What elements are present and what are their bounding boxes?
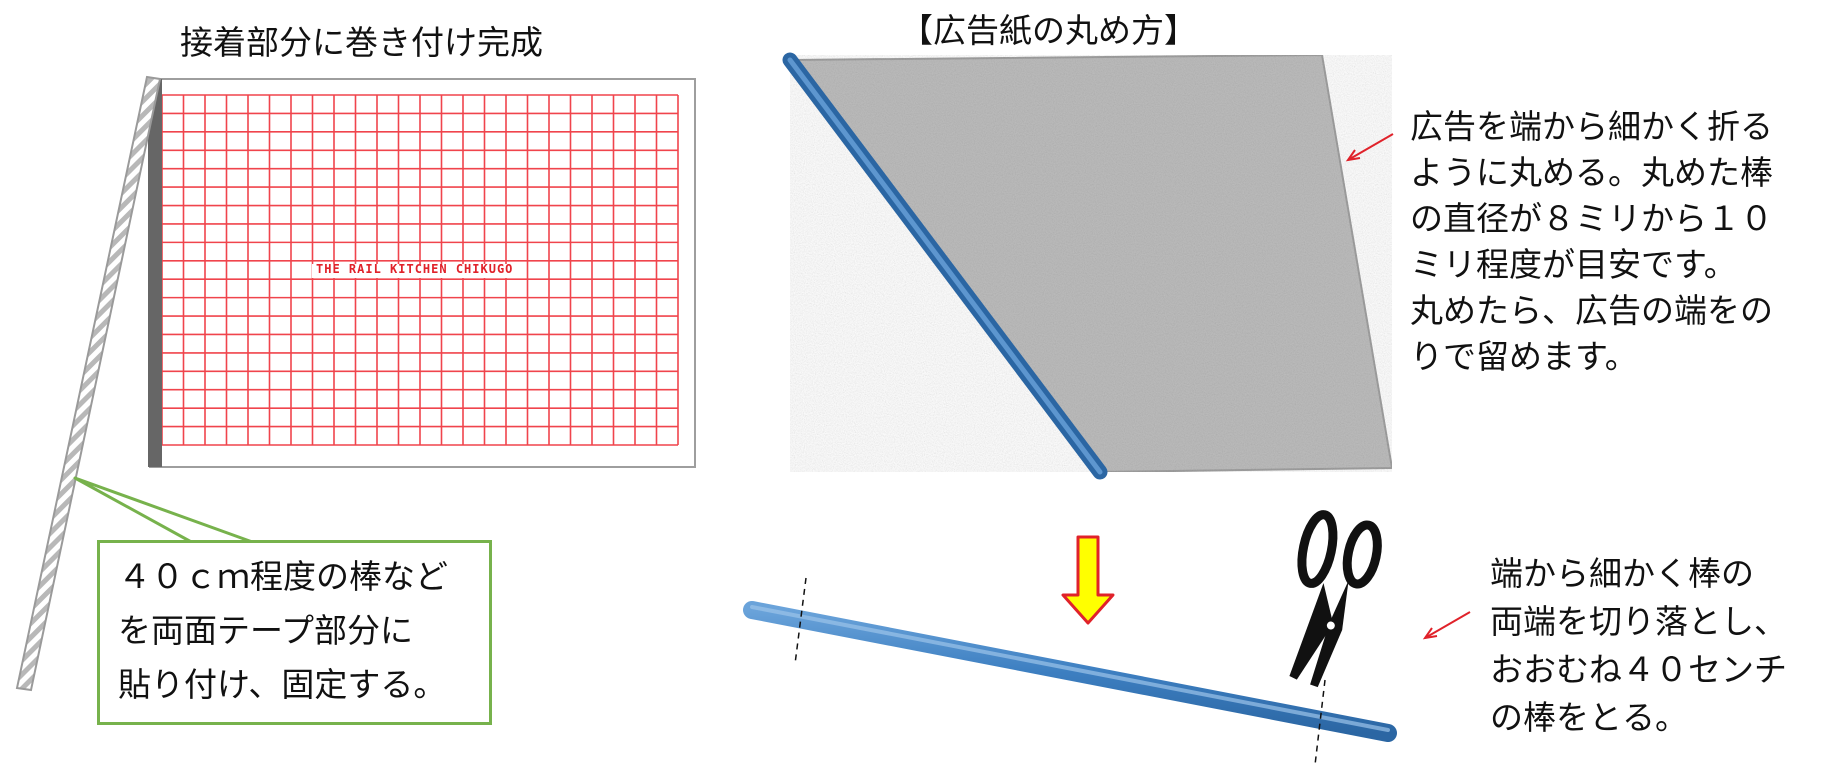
assembly-title: 接着部分に巻き付け完成	[180, 23, 543, 62]
callout-pointer	[73, 476, 260, 546]
ad-paper-sheet	[788, 53, 1394, 474]
rolled-rod	[743, 577, 1397, 766]
rolling-method-title: 【広告紙の丸め方】	[900, 11, 1197, 50]
tape-edge	[148, 79, 162, 467]
roll-note-pointer	[1347, 133, 1394, 161]
cut-note-pointer-head	[1422, 627, 1438, 640]
flag-assembly	[15, 75, 696, 692]
callout-box	[97, 540, 492, 725]
rolled-paper-rod	[15, 75, 162, 692]
callout-text: ４０ｃｍ程度の棒など を両面テープ部分に 貼り付け、固定する。	[118, 557, 448, 704]
cut-line-right	[1314, 679, 1326, 766]
banner-backdrop	[312, 264, 526, 278]
cutting-instructions: 端から細かく棒の 両端を切り落とし、 おおむね４０センチ の棒をとる。	[1490, 554, 1787, 737]
roll-note-pointer-head	[1345, 149, 1361, 162]
rod-body	[743, 601, 1397, 742]
flag-banner-text: THE RAIL KITCHEN CHIKUGO	[316, 262, 514, 276]
rod-highlight	[787, 57, 1103, 475]
rod-shine	[750, 605, 1390, 732]
scissors-icon	[1289, 510, 1382, 688]
down-arrow-icon	[1061, 535, 1115, 625]
ad-paper-rolling	[782, 52, 1394, 480]
cut-note-pointer	[1424, 611, 1471, 639]
rolling-instructions: 広告を端から細かく折る ように丸める。丸めた棒 の直径が８ミリから１０ ミリ程度…	[1410, 107, 1773, 376]
cut-line-left	[794, 577, 807, 665]
